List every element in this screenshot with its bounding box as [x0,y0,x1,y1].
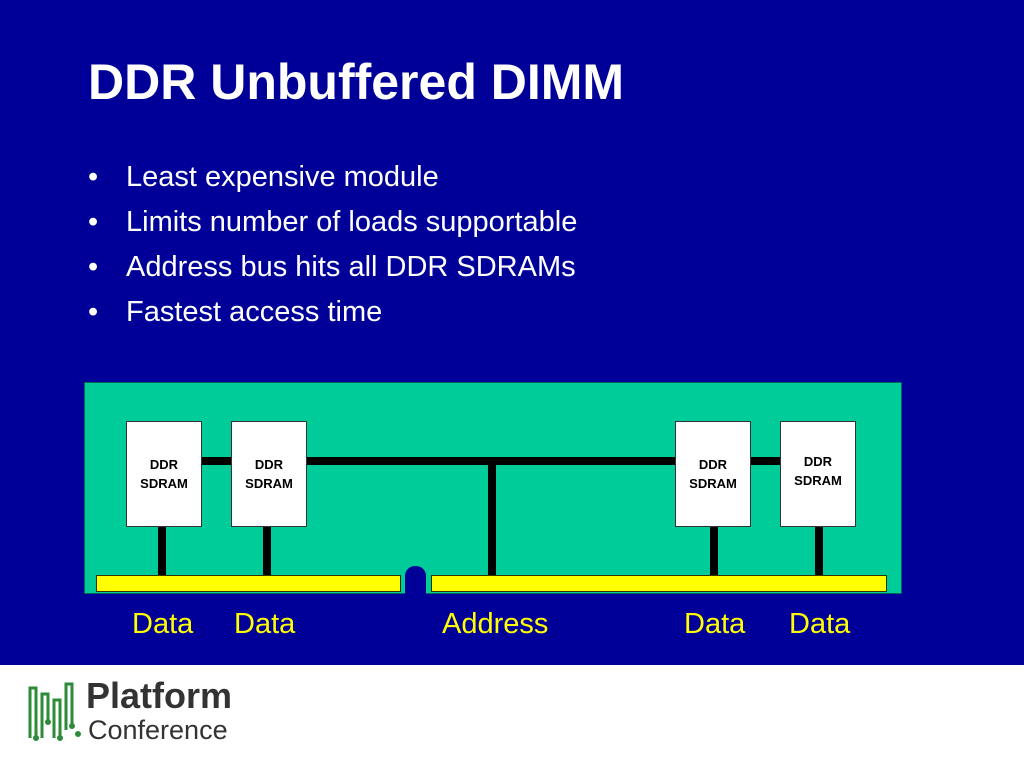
bullet-list: • Least expensive module • Limits number o… [88,156,577,336]
logo-wordmark-line2: Conference [88,715,228,745]
data-label: Data [684,608,746,640]
bullet-text: Least expensive module [126,161,439,193]
address-bus-drop [488,461,496,577]
chip-label-line1: DDR [698,457,728,472]
data-line-3 [710,526,718,577]
key-notch [405,566,426,596]
chip-label-line2: SDRAM [689,476,737,491]
slide-title: DDR Unbuffered DIMM [88,54,625,110]
edge-connector-left [96,575,401,592]
bullet-text: Fastest access time [126,296,383,328]
data-line-1 [158,526,166,577]
edge-connector-right [431,575,887,592]
data-label: Data [789,608,851,640]
chip-label-line2: SDRAM [140,476,188,491]
bullet-dot: • [88,206,99,238]
bullet-dot: • [88,296,99,328]
slide: DDR Unbuffered DIMM • Least expensive mod… [0,0,1024,665]
data-label: Data [234,608,296,640]
chip-label-line1: DDR [803,454,833,469]
ddr-sdram-chip: DDR SDRAM [780,421,856,527]
bullet-item: • Address bus hits all DDR SDRAMs [88,246,577,291]
logo-wordmark-line1: Platform [86,675,233,716]
chip-label-line2: SDRAM [794,473,842,488]
bullet-text: Limits number of loads supportable [126,206,578,238]
data-line-4 [815,526,823,577]
chip-label-line1: DDR [254,457,284,472]
ddr-sdram-chip: DDR SDRAM [231,421,307,527]
platform-conference-logo-icon [28,682,81,741]
ddr-sdram-chip: DDR SDRAM [675,421,751,527]
bullet-item: • Least expensive module [88,156,577,201]
data-line-2 [263,526,271,577]
ddr-sdram-chip: DDR SDRAM [126,421,202,527]
chip-label-line2: SDRAM [245,476,293,491]
bullet-dot: • [88,161,99,193]
data-label: Data [132,608,194,640]
bullet-item: • Limits number of loads supportable [88,201,577,246]
bullet-text: Address bus hits all DDR SDRAMs [126,251,576,283]
bullet-dot: • [88,251,99,283]
address-label: Address [442,608,549,640]
bullet-item: • Fastest access time [88,291,577,336]
chip-label-line1: DDR [149,457,179,472]
